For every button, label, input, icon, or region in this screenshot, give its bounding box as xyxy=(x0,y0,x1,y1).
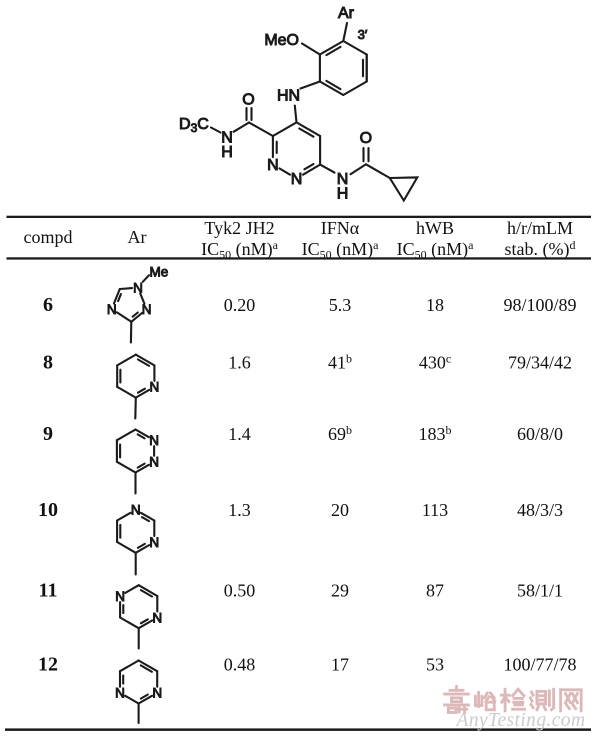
svg-text:N: N xyxy=(142,302,152,317)
svg-text:IC50 (nM)a: IC50 (nM)a xyxy=(302,238,380,262)
svg-text:29: 29 xyxy=(331,580,349,600)
svg-text:N: N xyxy=(152,610,162,625)
svg-text:60/8/0: 60/8/0 xyxy=(517,424,563,444)
svg-text:100/77/78: 100/77/78 xyxy=(503,654,576,674)
svg-text:hWB: hWB xyxy=(416,218,454,238)
svg-text:1.3: 1.3 xyxy=(228,500,251,520)
svg-text:N: N xyxy=(115,686,125,701)
svg-text:O: O xyxy=(242,92,254,109)
svg-text:20: 20 xyxy=(331,500,349,520)
svg-text:IC50 (nM)a: IC50 (nM)a xyxy=(397,238,475,262)
svg-text:11: 11 xyxy=(39,579,58,601)
svg-text:compd: compd xyxy=(24,227,73,247)
svg-text:N: N xyxy=(131,503,141,518)
svg-text:N: N xyxy=(221,130,233,147)
svg-text:N: N xyxy=(149,535,159,550)
svg-text:N: N xyxy=(337,171,349,188)
svg-text:12: 12 xyxy=(38,653,58,675)
svg-text:N: N xyxy=(267,157,279,174)
svg-text:Ar: Ar xyxy=(338,5,355,22)
svg-text:0.50: 0.50 xyxy=(224,580,256,600)
svg-text:53: 53 xyxy=(426,654,444,674)
svg-text:H: H xyxy=(337,186,349,203)
svg-text:8: 8 xyxy=(43,352,53,374)
svg-text:N: N xyxy=(291,171,303,188)
svg-text:D3C: D3C xyxy=(179,116,209,135)
svg-text:69b: 69b xyxy=(328,423,352,444)
svg-text:Tyk2 JH2: Tyk2 JH2 xyxy=(204,218,274,238)
svg-text:1.4: 1.4 xyxy=(228,424,251,444)
svg-text:48/3/3: 48/3/3 xyxy=(517,500,563,520)
svg-text:9: 9 xyxy=(43,423,53,445)
svg-text:98/100/89: 98/100/89 xyxy=(503,295,576,315)
svg-text:430c: 430c xyxy=(419,352,451,373)
svg-text:1.6: 1.6 xyxy=(228,353,251,373)
svg-text:79/34/42: 79/34/42 xyxy=(508,353,572,373)
svg-text:N: N xyxy=(149,433,159,448)
svg-text:41b: 41b xyxy=(328,352,352,373)
svg-text:H: H xyxy=(221,144,233,161)
svg-text:3′: 3′ xyxy=(358,27,368,42)
svg-text:6: 6 xyxy=(43,294,53,316)
svg-text:HN: HN xyxy=(277,88,300,105)
svg-text:N: N xyxy=(152,686,162,701)
svg-text:N: N xyxy=(149,455,159,470)
svg-text:N: N xyxy=(107,302,117,317)
svg-text:58/1/1: 58/1/1 xyxy=(517,580,563,600)
svg-text:0.48: 0.48 xyxy=(224,654,256,674)
svg-text:MeO: MeO xyxy=(264,32,299,49)
svg-text:0.20: 0.20 xyxy=(224,295,256,315)
svg-text:17: 17 xyxy=(331,654,349,674)
svg-text:N: N xyxy=(115,589,125,604)
svg-text:stab. (%)d: stab. (%)d xyxy=(505,238,576,260)
svg-text:18: 18 xyxy=(426,295,444,315)
svg-text:N: N xyxy=(150,380,160,395)
svg-text:Ar: Ar xyxy=(128,227,147,247)
svg-text:183b: 183b xyxy=(419,423,452,444)
svg-text:IFNα: IFNα xyxy=(321,218,360,238)
svg-text:AnyTesting.com: AnyTesting.com xyxy=(455,710,586,731)
svg-text:Me: Me xyxy=(150,265,169,280)
svg-text:87: 87 xyxy=(426,580,444,600)
svg-text:O: O xyxy=(360,130,372,147)
svg-text:h/r/mLM: h/r/mLM xyxy=(507,218,573,238)
svg-text:N: N xyxy=(133,281,143,296)
svg-text:10: 10 xyxy=(38,499,58,521)
svg-text:IC50 (nM)a: IC50 (nM)a xyxy=(201,238,279,262)
svg-text:5.3: 5.3 xyxy=(329,295,352,315)
svg-text:113: 113 xyxy=(422,500,448,520)
